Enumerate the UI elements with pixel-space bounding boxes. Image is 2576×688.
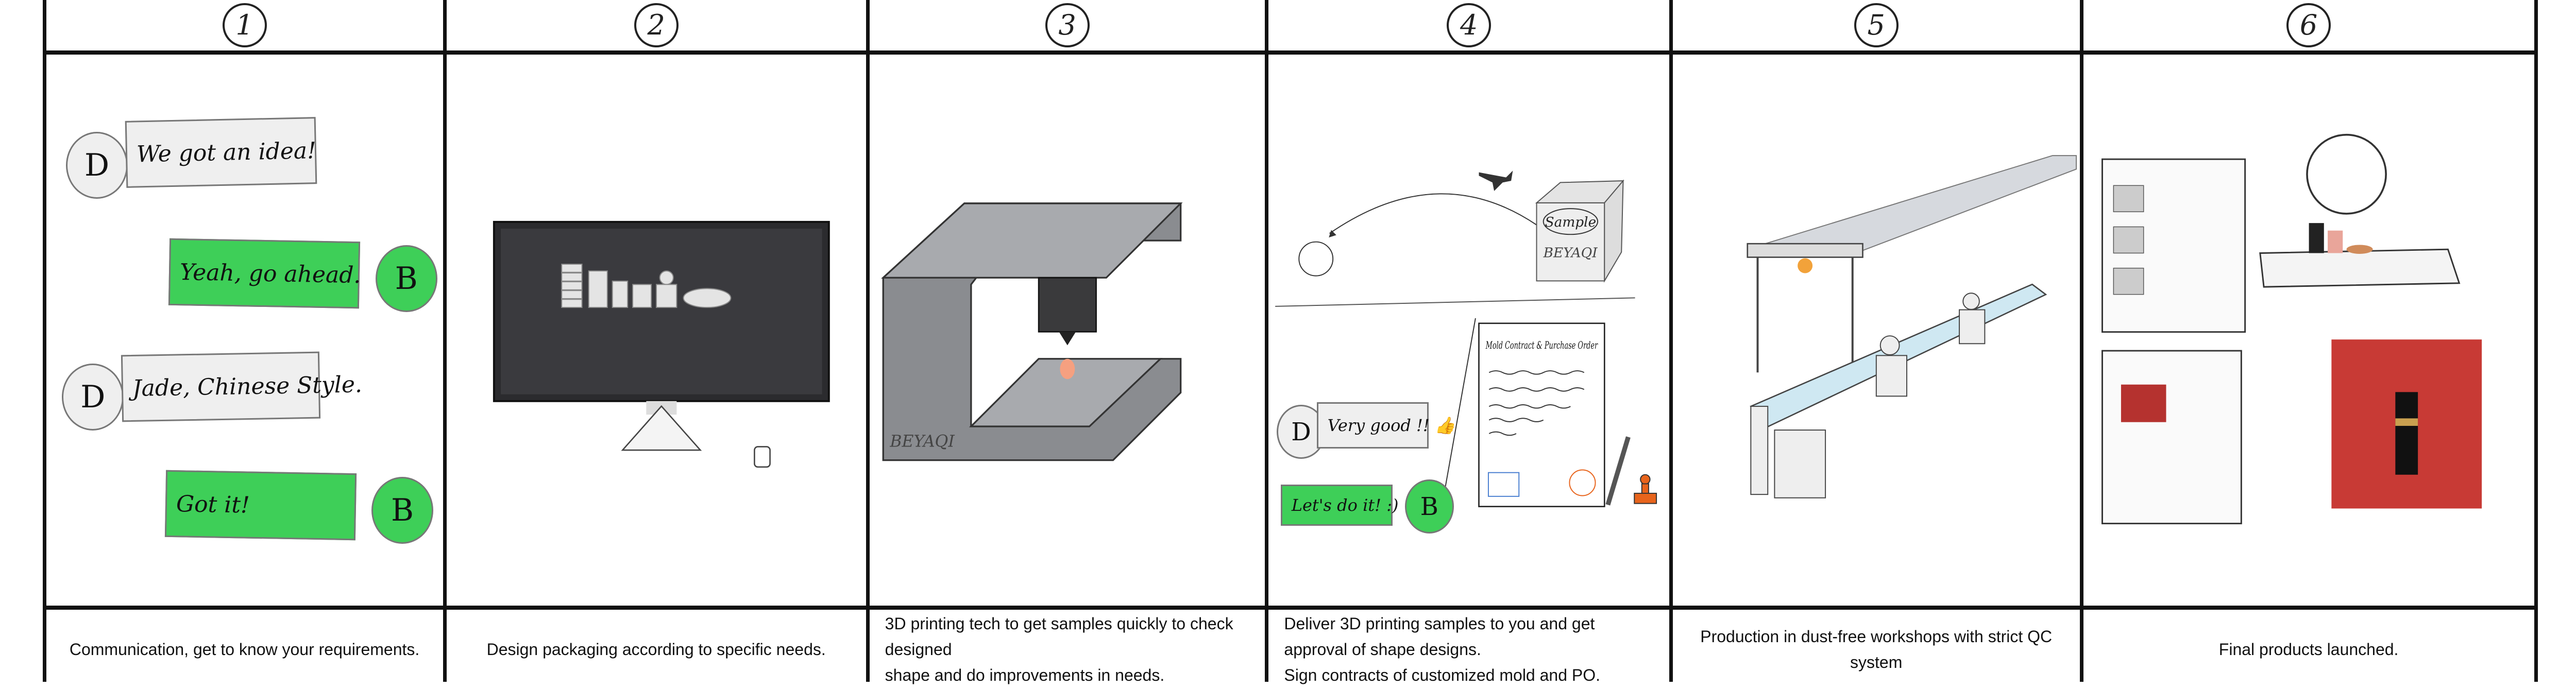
social-post-sketch bbox=[2101, 350, 2242, 525]
step-caption-3: 3D printing tech to get samples quickly … bbox=[870, 610, 1265, 684]
step-caption-4-line1: Deliver 3D printing samples to you and g… bbox=[1284, 614, 1595, 659]
delivery-contract-illustration: Sample BEYAQI Mold Contract & Purchase O… bbox=[1268, 55, 1669, 610]
step-number-6: 6 bbox=[2286, 3, 2331, 47]
step-caption-5-text: Production in dust-free workshops with s… bbox=[1700, 627, 2053, 672]
monitor-design-illustration bbox=[446, 55, 866, 610]
stamp-icon bbox=[1634, 474, 1657, 504]
panel-delivery-contract: 4 Sample BEYAQI Mold Contract & Purchase… bbox=[1265, 0, 1669, 684]
lamp-icon bbox=[1798, 258, 1812, 273]
step-number-5: 5 bbox=[1854, 3, 1899, 47]
chat-illustration: D We got an idea! Yeah, go ahead. B D Ja… bbox=[46, 55, 443, 610]
panel-header: 2 bbox=[446, 0, 866, 55]
monitor-drawing bbox=[493, 220, 830, 468]
chat-bubble: Yeah, go ahead. bbox=[168, 238, 361, 309]
step-caption-1-text: Communication, get to know your requirem… bbox=[69, 640, 420, 659]
mirror-icon bbox=[2306, 133, 2387, 215]
step-number-4: 4 bbox=[1447, 3, 1492, 47]
chat-bubble: We got an idea! bbox=[125, 117, 317, 188]
3d-printer-drawing: BEYAQI bbox=[880, 202, 1183, 461]
printer-brand-label: BEYAQI bbox=[889, 432, 955, 451]
mouse-icon bbox=[753, 446, 771, 468]
panel-header: 3 bbox=[869, 0, 1265, 55]
step-caption-3-line2: shape and do improvements in needs. bbox=[885, 666, 1165, 684]
avatar-b: B bbox=[1404, 479, 1454, 534]
panel-header: 1 bbox=[46, 0, 443, 55]
chat-bubble: Very good !! 👍 bbox=[1316, 402, 1455, 449]
product-launch-illustration bbox=[2083, 55, 2534, 610]
lipstick-product bbox=[2309, 223, 2324, 253]
panel-communication: 1 D We got an idea! Yeah, go ahead. B D … bbox=[42, 0, 443, 682]
step-caption-4: Deliver 3D printing samples to you and g… bbox=[1268, 610, 1669, 684]
step-caption-6: Final products launched. bbox=[2083, 610, 2534, 682]
globe-icon bbox=[1298, 241, 1334, 277]
step-caption-4-line2: Sign contracts of customized mold and PO… bbox=[1284, 666, 1601, 684]
orange-seal-mark bbox=[1569, 469, 1596, 496]
delivery-contract-drawing: Sample BEYAQI Mold Contract & Purchase O… bbox=[1275, 170, 1657, 509]
avatar-d: D bbox=[62, 364, 124, 431]
production-line-drawing bbox=[1747, 155, 2077, 498]
step-caption-2-text: Design packaging according to specific n… bbox=[486, 640, 826, 659]
step-caption-5: Production in dust-free workshops with s… bbox=[1673, 610, 2080, 682]
pen-icon bbox=[1605, 436, 1631, 506]
panel-design: 2 Design packaging according to specific… bbox=[443, 0, 866, 682]
avatar-b: B bbox=[375, 245, 437, 312]
avatar-b: B bbox=[371, 477, 434, 544]
production-workshop-illustration bbox=[1672, 55, 2080, 610]
panel-production: 5 Production in dust-free workshops with… bbox=[1669, 0, 2080, 682]
step-caption-3-line1: 3D printing tech to get samples quickly … bbox=[885, 614, 1233, 659]
panel-launch: 6 Final products launched. bbox=[2079, 0, 2538, 682]
box-brand: BEYAQI bbox=[1543, 245, 1598, 261]
step-number-2: 2 bbox=[634, 3, 679, 47]
panel-3d-printing: 3 BEYAQI 3D printing tech to get samples… bbox=[866, 0, 1265, 684]
chat-bubble: Jade, Chinese Style. bbox=[121, 351, 362, 422]
chat-bubble: Got it! bbox=[164, 470, 357, 541]
step-caption-2: Design packaging according to specific n… bbox=[447, 610, 866, 682]
vanity-table bbox=[2259, 248, 2460, 288]
step-number-1: 1 bbox=[222, 3, 267, 47]
3d-printer-illustration: BEYAQI bbox=[869, 55, 1265, 610]
box-label: Sample bbox=[1545, 215, 1597, 230]
panel-header: 4 bbox=[1268, 0, 1669, 55]
product-launch-drawing bbox=[2101, 133, 2482, 525]
avatar-d: D bbox=[66, 132, 128, 199]
step-number-3: 3 bbox=[1045, 3, 1090, 47]
step-caption-1: Communication, get to know your requirem… bbox=[46, 610, 443, 682]
blue-stamp-mark bbox=[1488, 472, 1520, 497]
control-panel bbox=[1774, 429, 1826, 498]
airplane-icon bbox=[1479, 170, 1513, 191]
chat-bubble: Let's do it! :) bbox=[1280, 485, 1398, 526]
panel-header: 5 bbox=[1672, 0, 2080, 55]
document-title: Mold Contract & Purchase Order bbox=[1485, 339, 1598, 351]
step-caption-6-text: Final products launched. bbox=[2218, 640, 2399, 659]
panel-header: 6 bbox=[2083, 0, 2534, 55]
